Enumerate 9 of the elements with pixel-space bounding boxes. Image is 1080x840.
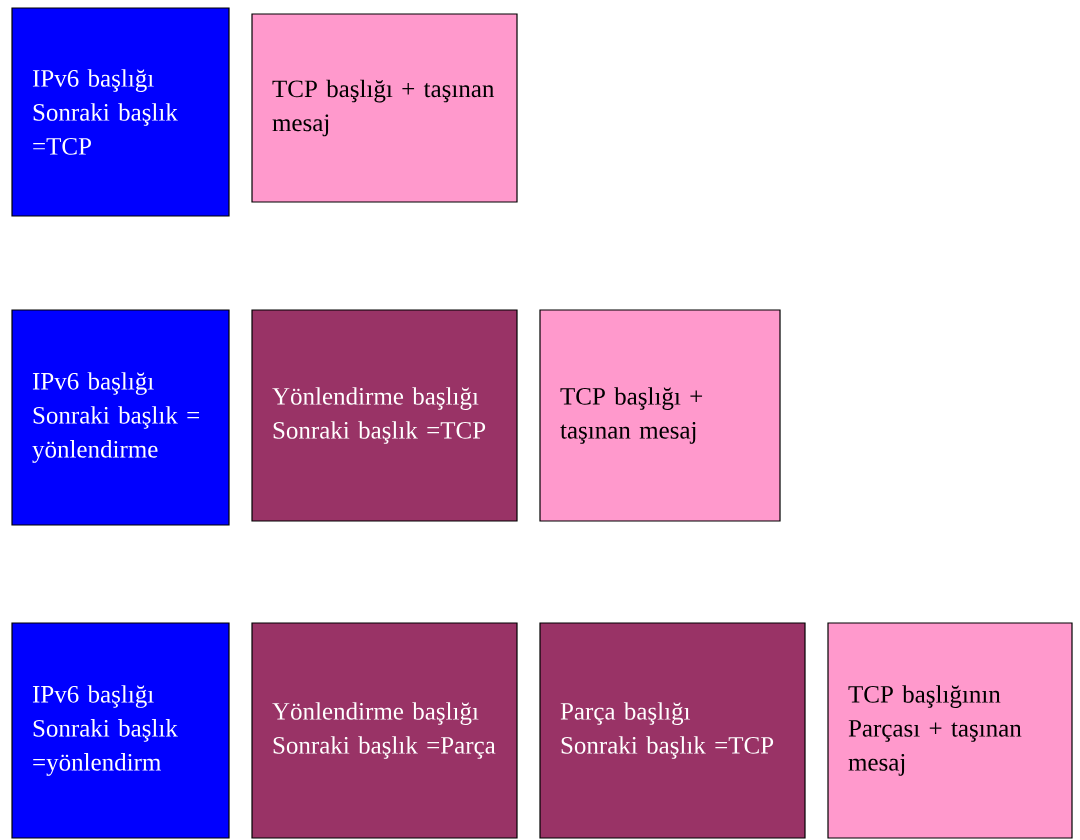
tcp-payload-box: TCP başlığı + taşınan mesaj xyxy=(539,309,781,522)
ipv6-header-box: IPv6 başlığı Sonraki başlık =TCP xyxy=(11,7,230,217)
extension-header-box: Yönlendirme başlığı Sonraki başlık =Parça xyxy=(251,622,518,839)
tcp-payload-box: TCP başlığı + taşınan mesaj xyxy=(251,13,518,203)
extension-header-box: Yönlendirme başlığı Sonraki başlık =TCP xyxy=(251,309,518,522)
ipv6-header-box: IPv6 başlığı Sonraki başlık = yönlendirme xyxy=(11,309,230,526)
tcp-payload-box: TCP başlığının Parçası + taşınan mesaj xyxy=(827,622,1073,839)
extension-header-box: Parça başlığı Sonraki başlık =TCP xyxy=(539,622,806,839)
ipv6-header-box: IPv6 başlığı Sonraki başlık =yönlendirm xyxy=(11,622,230,839)
